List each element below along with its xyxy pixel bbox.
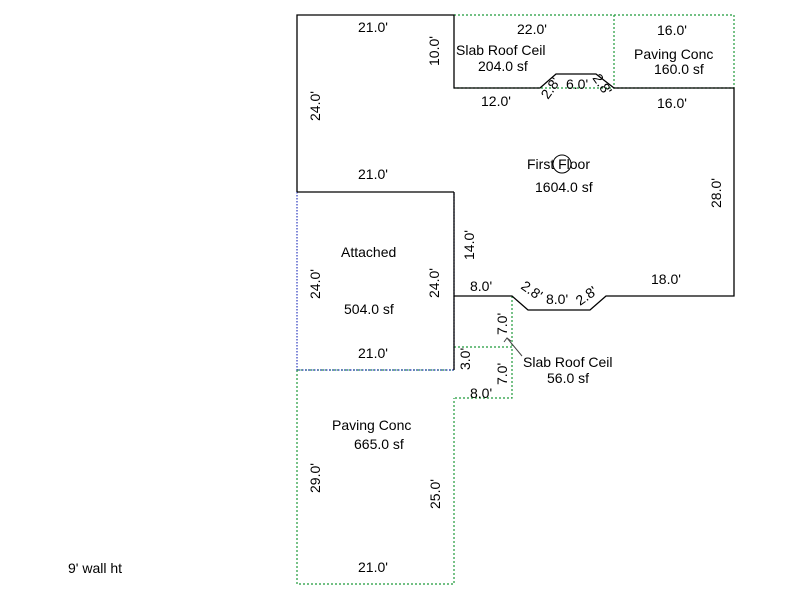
dim-paving-25: 25.0' [427,479,443,509]
slab-top-area: 204.0 sf [478,58,528,74]
slab-top-label: Slab Roof Ceil [456,42,546,58]
dim-small-8: 8.0' [470,385,492,401]
slab-roof-small-outline [454,346,513,399]
dim-lower-bay-8: 8.0' [546,291,568,307]
attached-area: 504.0 sf [344,301,394,317]
slab-small-area: 56.0 sf [547,370,589,386]
dim-left-24-upper: 24.0' [307,91,323,121]
dim-garage-right-24: 24.0' [426,268,442,298]
dim-garage-bottom: 21.0' [358,345,388,361]
dim-mid-12: 12.0' [481,93,511,109]
dim-step-8: 8.0' [470,278,492,294]
slab-leader-arrowhead [503,337,512,343]
house-outer-walls [296,14,735,311]
dim-right-16: 16.0' [657,95,687,111]
slab-leader-line [506,337,523,357]
paving-bottom-label: Paving Conc [332,417,411,433]
slab-small-label: Slab Roof Ceil [523,354,613,370]
paving-top-label: Paving Conc [634,46,713,62]
dim-mid-21: 21.0' [358,166,388,182]
dim-small-7-upper: 7.0' [494,313,510,335]
paving-top-area: 160.0 sf [654,61,704,77]
dim-paving-29: 29.0' [307,463,323,493]
room-marker-icon [552,154,572,174]
first-floor-area: 1604.0 sf [535,179,593,195]
dim-small-7-lower: 7.0' [494,363,510,385]
dim-bay-top: 6.0' [566,76,588,92]
attached-label: Attached [341,244,396,260]
dim-bay-left: 2.8' [537,74,563,101]
dim-lower-bay-left: 2.8' [518,277,545,303]
dim-top-left: 21.0' [358,19,388,35]
dim-small-3: 3.0' [457,348,473,370]
dim-right-28: 28.0' [708,178,724,208]
dim-top-slab: 22.0' [517,21,547,37]
paving-bottom-area: 665.0 sf [354,436,404,452]
dim-slab-10: 10.0' [426,36,442,66]
wall-height-note: 9' wall ht [68,560,122,576]
dim-top-right: 16.0' [657,22,687,38]
dim-inner-14: 14.0' [461,230,477,260]
dim-bottom-right-18: 18.0' [651,271,681,287]
paving-bottom-outline [296,370,455,585]
first-floor-label: First Floor [527,156,590,172]
dim-paving-bottom: 21.0' [358,559,388,575]
dim-garage-left-24: 24.0' [307,269,323,299]
